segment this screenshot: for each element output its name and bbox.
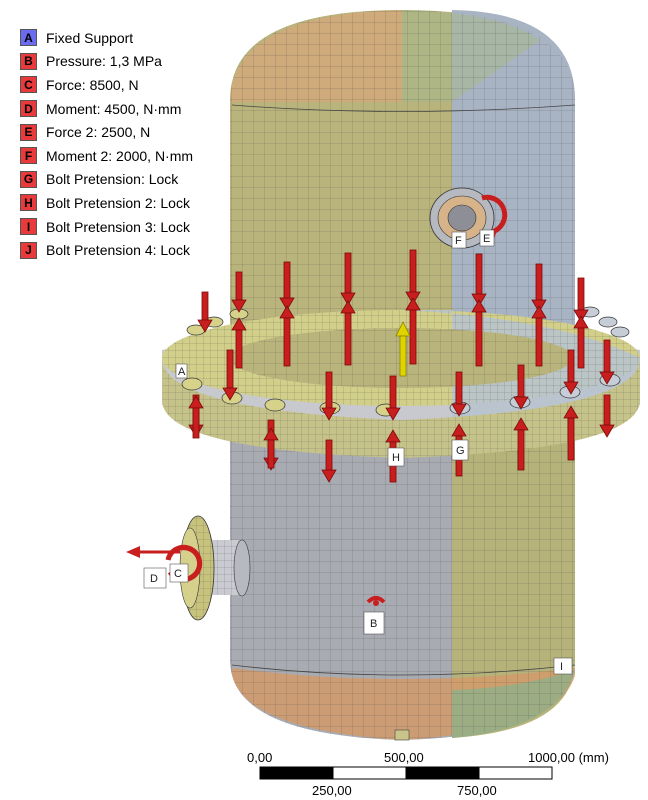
pretension-arrow-31 bbox=[563, 405, 579, 461]
pretension-arrow-12 bbox=[405, 297, 421, 365]
legend-key-h: H bbox=[20, 194, 37, 212]
pretension-arrow-3 bbox=[340, 252, 356, 306]
legend-key-a: A bbox=[20, 29, 37, 47]
pretension-arrow-22 bbox=[451, 371, 467, 417]
legend-row-i[interactable]: I Bolt Pretension 3: Lock bbox=[20, 215, 193, 239]
pretension-arrow-1 bbox=[231, 271, 247, 313]
tag-H-text: H bbox=[392, 452, 400, 464]
legend-label-d: Moment: 4500, N·mm bbox=[46, 100, 182, 117]
tag-E: E bbox=[479, 229, 495, 247]
legend-key-d: D bbox=[20, 100, 37, 118]
pretension-arrow-23 bbox=[513, 364, 529, 410]
legend-row-d[interactable]: D Moment: 4500, N·mm bbox=[20, 97, 193, 121]
pretension-arrow-21 bbox=[385, 375, 401, 421]
pretension-arrow-17 bbox=[222, 349, 238, 401]
pretension-arrow-9 bbox=[231, 317, 247, 369]
pretension-arrow-10 bbox=[279, 305, 295, 367]
legend-key-j: J bbox=[20, 241, 37, 259]
boundary-conditions-legend: A Fixed Support B Pressure: 1,3 MPa C Fo… bbox=[20, 26, 193, 262]
legend-label-j: Bolt Pretension 4: Lock bbox=[46, 242, 190, 259]
pretension-arrow-26 bbox=[599, 394, 615, 438]
tag-I-text: I bbox=[560, 661, 563, 673]
pretension-arrow-27 bbox=[263, 427, 279, 469]
legend-label-h: Bolt Pretension 2: Lock bbox=[46, 194, 190, 211]
legend-label-i: Bolt Pretension 3: Lock bbox=[46, 218, 190, 235]
legend-row-j[interactable]: J Bolt Pretension 4: Lock bbox=[20, 238, 193, 262]
pretension-arrow-30 bbox=[513, 417, 529, 471]
pretension-arrow-15 bbox=[573, 315, 589, 369]
tag-C-text: C bbox=[174, 568, 182, 580]
pretension-arrow-20 bbox=[321, 439, 337, 483]
pretension-arrow-25 bbox=[599, 339, 615, 385]
tag-C: C bbox=[169, 563, 189, 583]
legend-key-b: B bbox=[20, 52, 37, 70]
legend-row-a[interactable]: A Fixed Support bbox=[20, 26, 193, 50]
pretension-arrow-2 bbox=[279, 261, 295, 311]
model-tags: A B C D E F G H I bbox=[143, 229, 573, 675]
legend-label-f: Moment 2: 2000, N·mm bbox=[46, 147, 194, 164]
tag-D-text: D bbox=[150, 573, 158, 585]
legend-key-c: C bbox=[20, 76, 37, 94]
pretension-arrow-24 bbox=[563, 349, 579, 395]
legend-label-e: Force 2: 2500, N bbox=[46, 124, 151, 141]
tag-E-text: E bbox=[483, 233, 490, 245]
yellow-force-arrow bbox=[395, 321, 411, 377]
pretension-arrow-14 bbox=[531, 305, 547, 367]
pretension-arrow-8 bbox=[197, 291, 213, 333]
legend-key-g: G bbox=[20, 170, 37, 188]
tag-A: A bbox=[175, 363, 188, 379]
pretension-arrow-11 bbox=[340, 300, 356, 366]
legend-key-e: E bbox=[20, 123, 37, 141]
tag-A-text: A bbox=[178, 366, 186, 378]
legend-key-f: F bbox=[20, 147, 37, 165]
pressure-symbol bbox=[366, 596, 386, 606]
legend-label-c: Force: 8500, N bbox=[46, 76, 139, 93]
tag-F: F bbox=[451, 231, 467, 249]
tag-H: H bbox=[387, 447, 405, 467]
tag-B-text: B bbox=[370, 618, 377, 630]
tag-D: D bbox=[143, 567, 167, 589]
legend-row-c[interactable]: C Force: 8500, N bbox=[20, 73, 193, 97]
legend-key-i: I bbox=[20, 218, 37, 236]
legend-row-b[interactable]: B Pressure: 1,3 MPa bbox=[20, 50, 193, 74]
pretension-arrow-13 bbox=[471, 299, 487, 367]
legend-row-g[interactable]: G Bolt Pretension: Lock bbox=[20, 168, 193, 192]
tag-I: I bbox=[553, 657, 573, 675]
pretension-arrow-19 bbox=[321, 371, 337, 421]
pretension-arrow-32 bbox=[188, 395, 204, 439]
tag-G-text: G bbox=[456, 445, 465, 457]
lower-shell bbox=[230, 420, 576, 741]
tag-F-text: F bbox=[455, 235, 462, 247]
legend-row-f[interactable]: F Moment 2: 2000, N·mm bbox=[20, 144, 193, 168]
legend-label-b: Pressure: 1,3 MPa bbox=[46, 53, 162, 70]
tag-B: B bbox=[363, 611, 385, 635]
load-arrows bbox=[188, 249, 615, 483]
legend-label-a: Fixed Support bbox=[46, 29, 134, 46]
upper-shell bbox=[230, 10, 576, 370]
legend-row-h[interactable]: H Bolt Pretension 2: Lock bbox=[20, 191, 193, 215]
tag-G: G bbox=[451, 439, 469, 461]
legend-label-g: Bolt Pretension: Lock bbox=[46, 171, 179, 188]
legend-row-e[interactable]: E Force 2: 2500, N bbox=[20, 120, 193, 144]
